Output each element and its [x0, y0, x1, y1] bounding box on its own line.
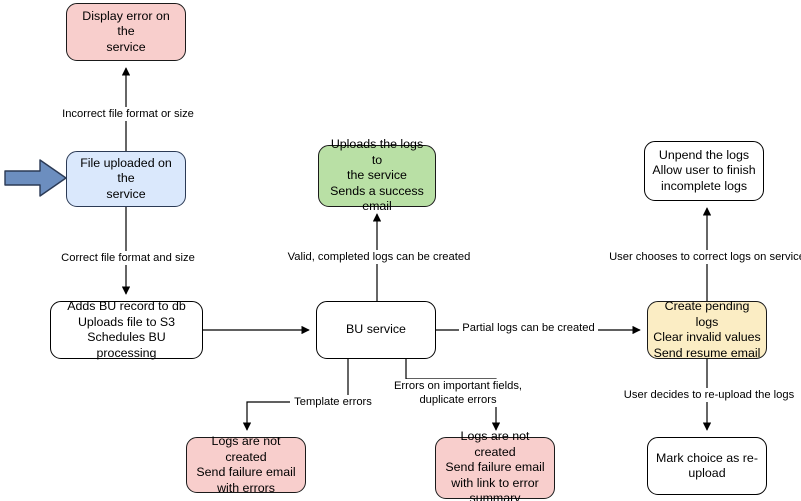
- edge-label-template-errors: Template errors: [290, 395, 376, 409]
- edge-label-user-corrects: User chooses to correct logs on service: [606, 250, 801, 264]
- node-mark-choice[interactable]: Mark choice as re- upload: [647, 437, 767, 495]
- node-bu-service[interactable]: BU service: [316, 301, 436, 359]
- node-adds-bu-record[interactable]: Adds BU record to db Uploads file to S3 …: [50, 299, 203, 360]
- node-uploads-logs[interactable]: Uploads the logs to the service Sends a …: [318, 137, 436, 213]
- edge-label-errors-important: Errors on important fields, duplicate er…: [390, 379, 526, 407]
- node-logs-not-created-summary[interactable]: Logs are not created Send failure email …: [435, 429, 555, 501]
- edge-label-valid-logs: Valid, completed logs can be created: [283, 250, 475, 264]
- edge-label-partial-logs: Partial logs can be created: [459, 321, 598, 335]
- edge-label-correct-format: Correct file format and size: [59, 251, 197, 265]
- entry-arrow-icon: [4, 159, 67, 197]
- node-file-uploaded[interactable]: File uploaded on the service: [66, 151, 186, 207]
- edge-label-incorrect-format: Incorrect file format or size: [60, 107, 196, 121]
- node-display-error[interactable]: Display error on the service: [66, 3, 186, 61]
- node-logs-not-created-errors[interactable]: Logs are not created Send failure email …: [186, 434, 306, 495]
- node-unpend-logs[interactable]: Unpend the logs Allow user to finish inc…: [644, 141, 764, 201]
- edge-label-user-reupload: User decides to re-upload the logs: [614, 388, 801, 402]
- node-create-pending-logs[interactable]: Create pending logs Clear invalid values…: [647, 299, 767, 360]
